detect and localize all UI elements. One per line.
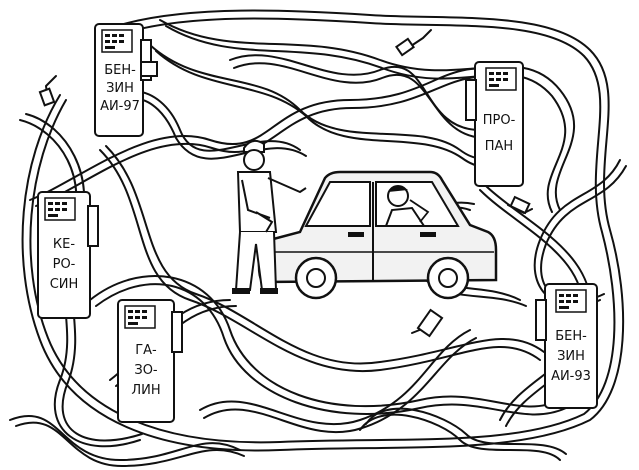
pump-ai93-line-1: БЕН- xyxy=(555,329,587,344)
wheel-front xyxy=(426,256,470,300)
nozzle-top xyxy=(395,29,432,57)
wheel-rear xyxy=(294,256,338,300)
fuel-pump-gazolin: ГА- ЗО- ЛИН xyxy=(117,299,183,423)
pump-ai97-line-1: БЕН- xyxy=(104,63,136,78)
pump-ai93-line-3: АИ-93 xyxy=(551,369,591,384)
driver xyxy=(384,185,430,227)
nozzle-mid xyxy=(411,308,444,338)
pump-gazolin-line-3: ЛИН xyxy=(131,383,160,398)
pump-ai97-line-2: ЗИН xyxy=(106,81,134,96)
fuel-pump-ai97: БЕН- ЗИН АИ-97 xyxy=(94,23,158,137)
pump-propan-line-1: ПРО- xyxy=(483,113,516,128)
pump-kerosin-line-1: КЕ- xyxy=(53,237,75,252)
pump-ai93-line-2: ЗИН xyxy=(557,349,585,364)
pump-kerosin-line-2: РО- xyxy=(53,257,76,272)
nozzle-left xyxy=(38,75,57,107)
pump-gazolin-line-2: ЗО- xyxy=(134,363,158,378)
pump-propan-line-2: ПАН xyxy=(485,139,513,154)
attendant xyxy=(232,139,307,294)
car xyxy=(257,170,498,300)
pump-gazolin-line-1: ГА- xyxy=(135,343,157,358)
fuel-pump-propan: ПРО- ПАН xyxy=(465,61,524,187)
fuel-pump-kerosin: КЕ- РО- СИН xyxy=(37,191,99,319)
fuel-pump-ai93: БЕН- ЗИН АИ-93 xyxy=(535,283,598,409)
pump-ai97-line-3: АИ-97 xyxy=(100,99,140,114)
pump-kerosin-line-3: СИН xyxy=(50,277,79,292)
nozzle-right xyxy=(507,195,533,215)
